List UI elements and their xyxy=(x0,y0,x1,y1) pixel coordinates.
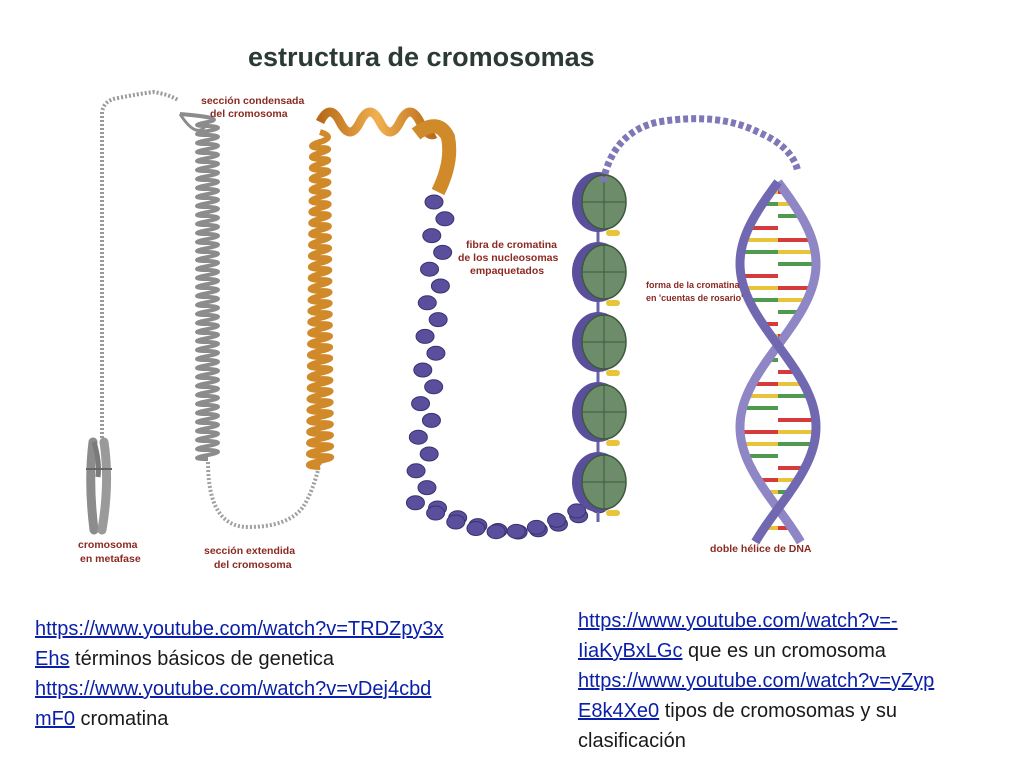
orange-chromatin-wave xyxy=(315,107,438,140)
label-condensed-section-2: del cromosoma xyxy=(210,108,288,120)
orange-chromatin-coil xyxy=(305,129,335,470)
label-chromatin-fiber-3: empaquetados xyxy=(470,265,544,277)
condensed-section-coil xyxy=(178,112,220,461)
label-chromatin-fiber: fibra de cromatina xyxy=(466,239,557,251)
label-extended-section: sección extendida xyxy=(204,545,295,557)
link-description: cromatina xyxy=(75,708,169,730)
links-left: https://www.youtube.com/watch?v=TRDZpy3x… xyxy=(35,614,535,734)
link-url-line: https://www.youtube.com/watch?v=yZyp xyxy=(578,670,935,692)
youtube-link-que-es-cromosoma[interactable]: https://www.youtube.com/watch?v=- IiaKyBx… xyxy=(578,610,898,662)
link-url-line: IiaKyBxLGc xyxy=(578,640,683,662)
beads-on-string xyxy=(572,172,627,522)
nucleosome-fiber xyxy=(405,194,609,540)
link-description: tipos de cromosomas y su xyxy=(659,700,898,722)
link-url-line: Ehs xyxy=(35,648,70,670)
chromosome-structure-diagram: estructura de cromosomas sección condens… xyxy=(78,42,821,571)
label-extended-section-2: del cromosoma xyxy=(214,559,292,571)
links-right: https://www.youtube.com/watch?v=- IiaKyBx… xyxy=(578,606,1018,756)
label-metaphase-2: en metafase xyxy=(80,553,141,565)
link-url-line: mF0 xyxy=(35,708,75,730)
link-url-line: https://www.youtube.com/watch?v=TRDZpy3x xyxy=(35,618,444,640)
link-description: que es un cromosoma xyxy=(682,640,886,662)
link-description: clasificación xyxy=(578,730,686,752)
youtube-link-cromatina[interactable]: https://www.youtube.com/watch?v=vDej4cbd… xyxy=(35,678,431,730)
link-description: términos básicos de genetica xyxy=(69,648,335,670)
link-url-line: https://www.youtube.com/watch?v=- xyxy=(578,610,898,632)
link-url-line: https://www.youtube.com/watch?v=vDej4cbd xyxy=(35,678,432,700)
metaphase-chromosome xyxy=(86,437,112,535)
label-beads-on-string-2: en 'cuentas de rosario' xyxy=(646,293,743,303)
label-chromatin-fiber-2: de los nucleosomas xyxy=(458,252,559,264)
label-metaphase: cromosoma xyxy=(78,539,138,551)
link-url-line: E8k4Xe0 xyxy=(578,700,660,722)
label-beads-on-string: forma de la cromatina xyxy=(646,280,741,290)
label-condensed-section: sección condensada xyxy=(201,95,304,107)
diagram-title: estructura de cromosomas xyxy=(248,42,595,72)
dna-double-helix xyxy=(735,179,821,545)
label-dna-double-helix: doble hélice de DNA xyxy=(710,543,812,555)
extended-section-strand xyxy=(206,461,322,530)
extended-chromatin-strand xyxy=(100,89,180,442)
youtube-link-terminos[interactable]: https://www.youtube.com/watch?v=TRDZpy3x… xyxy=(35,618,444,670)
chromatin-rope xyxy=(599,115,802,183)
